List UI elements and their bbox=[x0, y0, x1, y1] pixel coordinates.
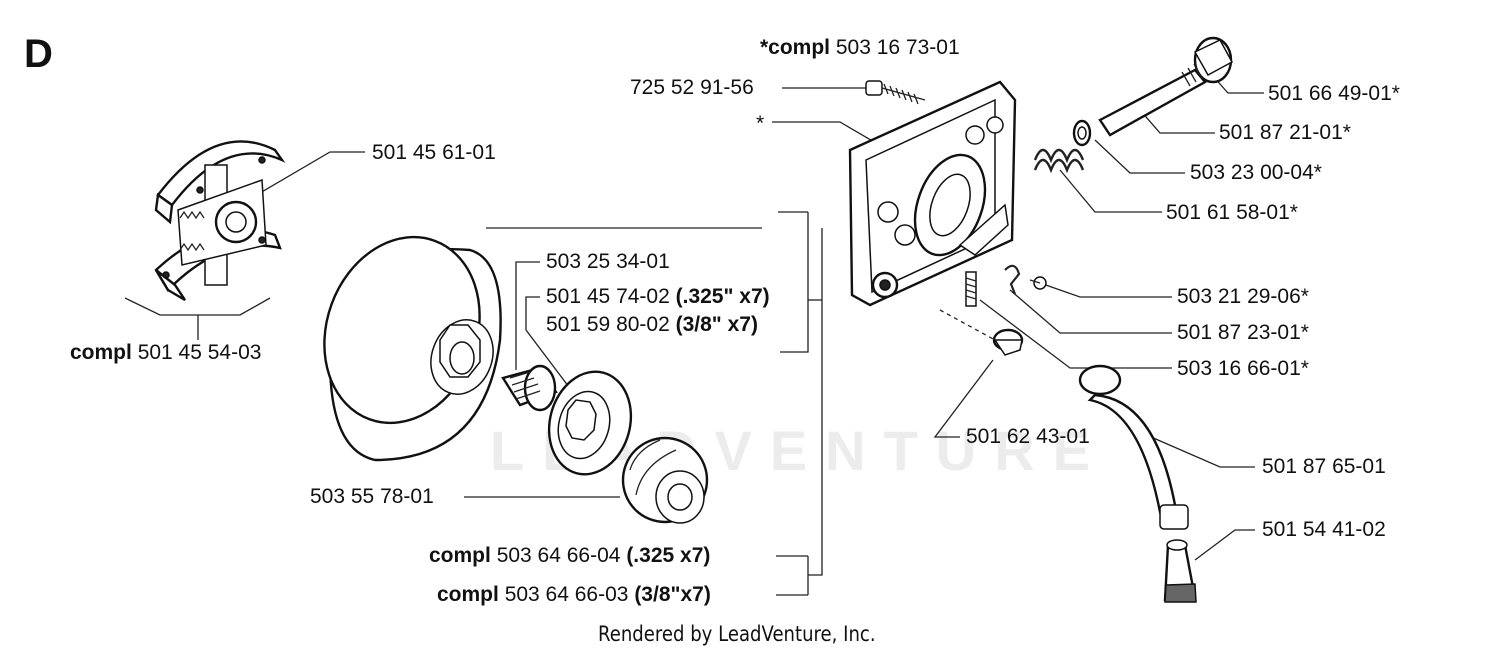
label-725-52-91-56: 725 52 91-56 bbox=[630, 76, 754, 99]
leader-lines bbox=[124, 74, 1264, 596]
clutch-drum bbox=[323, 235, 502, 462]
label-501-66-49-01: 501 66 49-01* bbox=[1268, 82, 1400, 105]
needle-bearing bbox=[501, 364, 558, 412]
screw-725-52-91-56 bbox=[865, 80, 926, 105]
label-compl-503-16-73-01: *compl 503 16 73-01 bbox=[760, 36, 960, 59]
pump-shaft bbox=[1098, 36, 1234, 137]
oil-filter bbox=[1163, 539, 1197, 603]
label-503-25-34-01: 503 25 34-01 bbox=[546, 250, 670, 273]
label-503-21-29-06: 503 21 29-06* bbox=[1177, 285, 1309, 308]
screw-503-21-29-06 bbox=[1029, 276, 1047, 290]
label-501-54-41-02: 501 54 41-02 bbox=[1262, 518, 1386, 541]
washer bbox=[1072, 119, 1092, 147]
label-asterisk: * bbox=[756, 112, 765, 135]
label-503-23-00-04: 503 23 00-04* bbox=[1190, 161, 1322, 184]
spur-sprocket bbox=[621, 436, 709, 524]
screw-503-16-66-01 bbox=[965, 271, 977, 307]
label-501-45-61-01: 501 45 61-01 bbox=[372, 141, 496, 164]
label-501-45-74-02: 501 45 74-02 (.325" x7) bbox=[546, 285, 770, 308]
label-501-87-65-01: 501 87 65-01 bbox=[1262, 455, 1386, 478]
label-501-62-43-01: 501 62 43-01 bbox=[966, 425, 1090, 448]
label-503-16-66-01: 503 16 66-01* bbox=[1177, 357, 1309, 380]
spring bbox=[1033, 148, 1085, 174]
oil-pump-housing bbox=[848, 80, 1017, 307]
label-503-55-78-01: 503 55 78-01 bbox=[310, 485, 434, 508]
section-letter: D bbox=[24, 32, 53, 76]
label-501-87-21-01: 501 87 21-01* bbox=[1219, 121, 1351, 144]
label-compl-501-45-54-03: compl 501 45 54-03 bbox=[70, 341, 262, 364]
oil-hose bbox=[1078, 364, 1189, 530]
label-501-61-58-01: 501 61 58-01* bbox=[1166, 201, 1298, 224]
clutch-assembly bbox=[154, 140, 286, 302]
bushing-501-62-43-01 bbox=[992, 328, 1024, 356]
rim-sprocket bbox=[547, 370, 633, 476]
label-compl-503-64-66-04: compl 503 64 66-04 (.325 x7) bbox=[429, 544, 711, 567]
label-501-59-80-02: 501 59 80-02 (3/8" x7) bbox=[546, 313, 758, 336]
footer-credit: Rendered by LeadVenture, Inc. bbox=[598, 622, 876, 646]
clip-501-87-23-01 bbox=[1004, 264, 1021, 295]
label-compl-503-64-66-03: compl 503 64 66-03 (3/8"x7) bbox=[437, 583, 711, 606]
label-501-87-23-01: 501 87 23-01* bbox=[1177, 321, 1309, 344]
